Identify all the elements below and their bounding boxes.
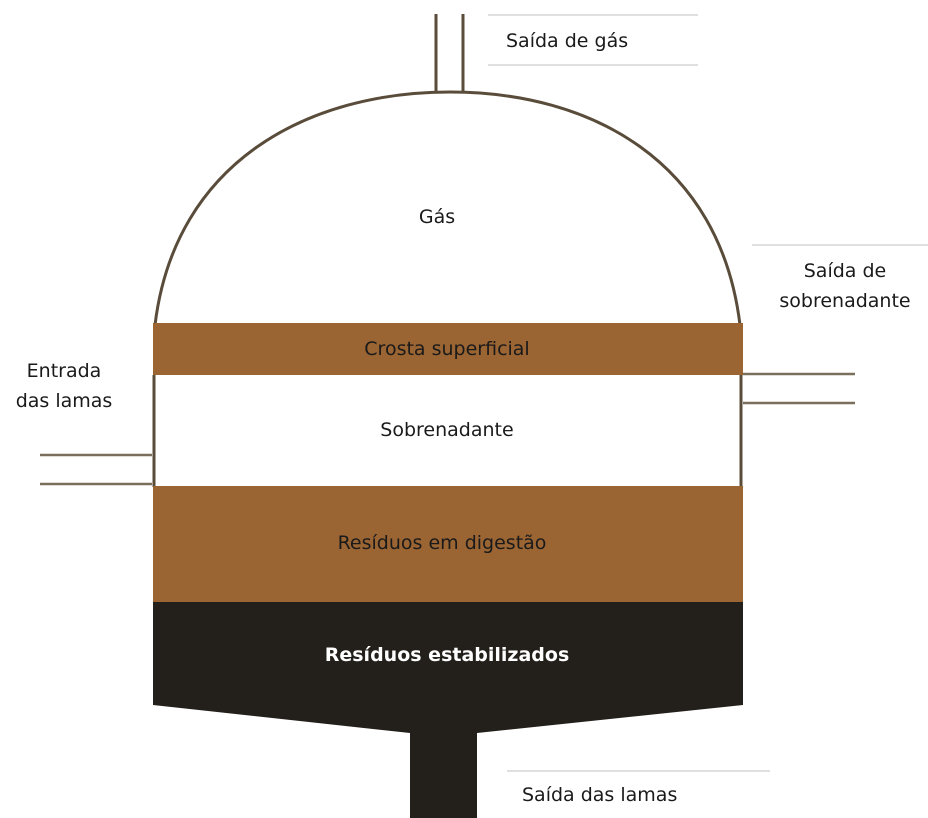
supernatant-outlet-label-line2: sobrenadante: [779, 290, 911, 312]
digesting-layer-label: Resíduos em digestão: [337, 532, 547, 554]
crust-layer-label: Crosta superficial: [364, 338, 530, 360]
stabilized-layer: [153, 602, 743, 818]
stabilized-layer-label: Resíduos estabilizados: [324, 644, 570, 666]
sludge-inlet-label-line1: Entrada: [26, 360, 102, 382]
sludge-outlet-label: Saída das lamas: [522, 784, 678, 806]
gas-dome: [153, 90, 742, 326]
gas-label: Gás: [418, 206, 456, 228]
supernatant-outlet-label-line1: Saída de: [803, 260, 887, 282]
sludge-inlet-label-line2: das lamas: [15, 390, 113, 412]
supernatant-layer-label: Sobrenadante: [380, 419, 514, 441]
supernatant-outlet-label: Saída de sobrenadante: [779, 256, 910, 316]
supernatant-layer: [154, 375, 742, 487]
gas-outlet-label: Saída de gás: [506, 30, 629, 52]
sludge-inlet-label: Entrada das lamas: [16, 356, 113, 416]
digesting-layer: [153, 486, 743, 603]
crust-layer: [153, 323, 743, 375]
